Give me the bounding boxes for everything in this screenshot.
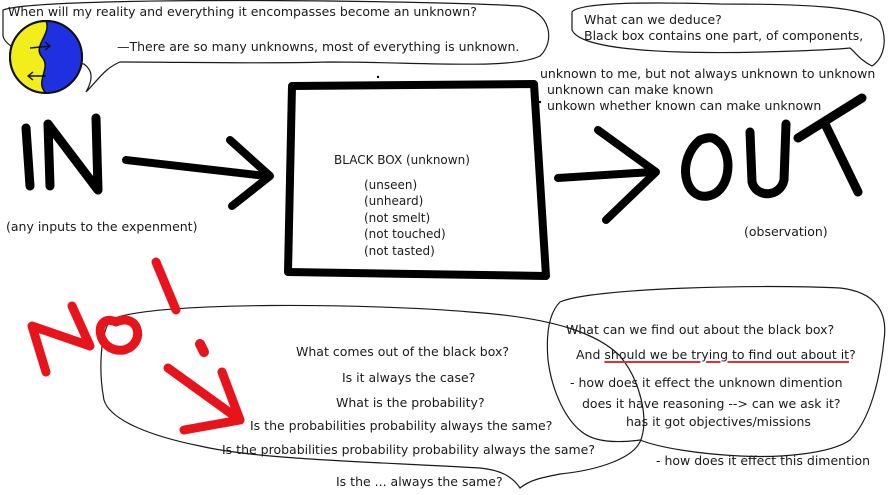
question-always-the-same: Is the ... always the same? (336, 474, 503, 489)
effect-this-dimension-note: - how does it effect this dimention (656, 453, 871, 468)
bottom-left-speech-bubble (100, 304, 645, 489)
question-always-the-case: Is it always the case? (342, 370, 476, 385)
ink-dot (538, 100, 542, 104)
question-probabilities-probability: Is the probabilities probability always … (250, 418, 553, 433)
clock-icon (9, 20, 83, 94)
output-caption: (observation) (744, 224, 828, 239)
unknown-note-3: unkown whether known can make unknown (547, 98, 822, 113)
should-we-underlined: should we be trying to find out about it (604, 347, 850, 362)
should-we-suffix: ? (849, 347, 856, 362)
input-arrow (122, 136, 274, 210)
input-caption: (any inputs to the expenment) (6, 219, 198, 234)
black-box-item-not-touched: (not touched) (364, 227, 446, 241)
deduce-question: What can we deduce? (584, 12, 722, 27)
black-box-outline (284, 80, 550, 280)
top-right-speech-bubble (571, 2, 885, 67)
out-letters (681, 93, 867, 201)
question-what-comes-out: What comes out of the black box? (296, 344, 510, 359)
black-box-item-unheard: (unheard) (364, 194, 424, 208)
unknown-note-1: unknown to me, but not always unknown to… (540, 66, 876, 81)
find-out-question: What can we find out about the black box… (566, 322, 835, 337)
top-left-speech-bubble (2, 0, 550, 93)
objectives-note: has it got objectives/missions (626, 414, 811, 429)
unknowns-statement: —There are so many unknowns, most of eve… (117, 39, 520, 54)
reality-question: When will my reality and everything it e… (8, 4, 477, 19)
question-probability: What is the probability? (336, 395, 485, 410)
black-box-item-not-smelt: (not smelt) (364, 211, 431, 225)
reasoning-note: does it have reasoning --> can we ask it… (582, 396, 841, 411)
should-we-question: And should we be trying to find out abou… (576, 347, 856, 362)
ink-dot (376, 75, 380, 79)
effect-unknown-dimension-note: - how does it effect the unknown dimenti… (570, 375, 843, 390)
bottom-right-speech-bubble (546, 285, 886, 458)
should-we-prefix: And (576, 347, 605, 362)
in-letters (21, 113, 103, 195)
unknown-note-2: unknown can make known (547, 82, 714, 97)
black-box-title: BLACK BOX (unknown) (334, 153, 470, 167)
black-box-item-not-tasted: (not tasted) (364, 244, 435, 258)
black-box-components-note: Black box contains one part, of componen… (584, 28, 864, 43)
output-arrow (554, 126, 660, 224)
black-box-item-unseen: (unseen) (364, 178, 418, 192)
question-probabilities-probability-probability: Is the probabilities probability probabi… (222, 442, 595, 457)
no-mark (27, 257, 245, 435)
